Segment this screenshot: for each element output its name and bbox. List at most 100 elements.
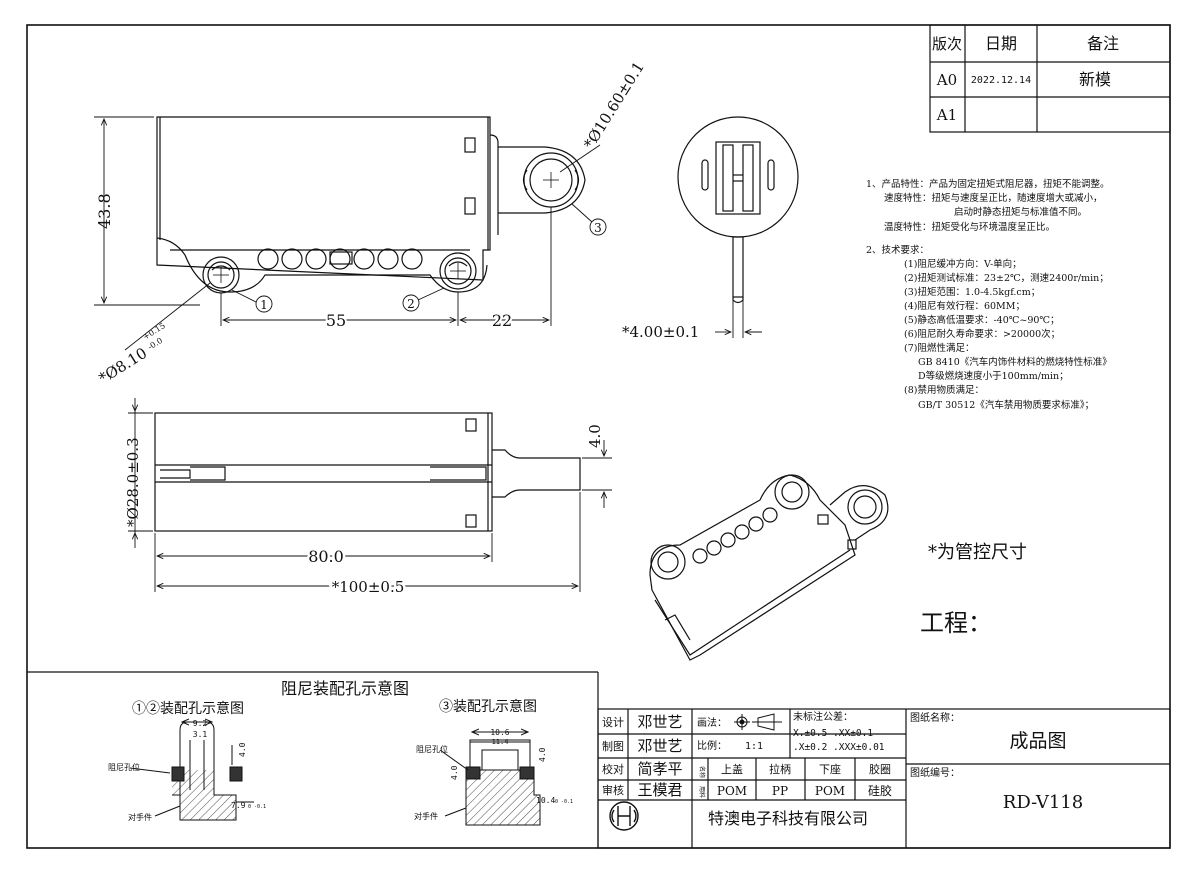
tb-scale-value: 1:1 (745, 741, 763, 752)
dim-55-label: 55 (326, 311, 346, 330)
leader-d10 (559, 144, 601, 173)
tb-mat-3: POM (815, 784, 845, 798)
front-view (156, 116, 586, 294)
tb-draw-name: 邓世艺 (637, 737, 682, 755)
note-line-2: 速度特性：扭矩与速度呈正比，随速度增大或减小， (884, 192, 1103, 204)
assembly-left-detail (129, 722, 254, 821)
balloon-3: 3 (594, 221, 602, 235)
title-block-lines (597, 708, 1171, 849)
technical-notes: 1、产品特性：产品为固定扭矩式阻尼器，扭矩不能调整。 速度特性：扭矩与速度呈正比… (866, 178, 1112, 411)
left-w2: 3.1 (193, 730, 208, 739)
note-line-5: 2、技术要求： (866, 244, 929, 256)
side-view (677, 116, 799, 304)
note-line-7: (2)扭矩测试标准：23±2℃，测速2400r/min； (904, 272, 1109, 284)
revision-table (929, 24, 1171, 133)
dim-d8-label: *Ø8.10 (96, 344, 151, 387)
tb-drawing-name: 成品图 (1009, 730, 1066, 752)
tb-drawing-no-label: 图纸编号： (910, 766, 960, 779)
rev-row2-version: A1 (936, 106, 957, 124)
tb-part-2: 拉柄 (769, 762, 791, 776)
right-hole-label: 阻尼孔位 (416, 744, 448, 754)
tb-design-name: 邓世艺 (637, 713, 682, 731)
note-line-10: (5)静态高低温要求：-40℃~90℃； (904, 314, 1060, 326)
balloon-2: 2 (407, 297, 415, 311)
tb-scale-label: 比例： (697, 739, 727, 752)
right-h1: 4.0 (450, 765, 459, 780)
note-line-11: (6)阻尼耐久寿命要求：>20000次； (904, 328, 1060, 340)
tb-part-4: 胶圈 (869, 762, 891, 776)
right-w1: 10.6 (490, 728, 509, 737)
tb-drawing-name-label: 图纸名称： (910, 711, 960, 724)
right-part-label: 对手件 (414, 811, 438, 821)
note-line-4: 温度特性：扭矩受化与环境温度呈正比。 (884, 221, 1055, 233)
tb-mat-4: 硅胶 (868, 783, 892, 798)
dim-28-0 (128, 398, 153, 548)
tb-tol-title: 未标注公差： (793, 710, 853, 723)
right-h2: 4.0 (538, 747, 547, 762)
center-marks (213, 172, 559, 283)
dim-80-100 (154, 492, 581, 592)
left-tol: 0 -0.1 (248, 804, 266, 810)
left-w1: 9.2 (193, 719, 208, 728)
dim-55-22 (220, 207, 552, 326)
rev-header-date: 日期 (985, 34, 1017, 53)
tb-part-3: 下座 (819, 762, 841, 776)
tb-tol-line2: .X±0.2 .XXX±0.01 (793, 742, 885, 753)
tb-audit-name: 王模君 (637, 781, 682, 799)
rev-row1-date: 2022.12.14 (971, 75, 1031, 86)
tb-method-label: 画法： (697, 716, 727, 729)
rev-row1-remark: 新模 (1079, 70, 1111, 89)
tb-tol-line1: X.±0.5 .XX±0.1 (793, 728, 873, 739)
top-view (154, 412, 581, 532)
note-line-14: D等级燃烧速度小于100mm/min； (918, 370, 1069, 382)
dim-22-label: 22 (492, 311, 512, 330)
dim-4-0-label: 4.0 (586, 424, 604, 448)
rev-header-remark: 备注 (1087, 34, 1119, 53)
dim-100-label: *100±0.5 (332, 578, 405, 596)
dim-4-0 (582, 440, 612, 508)
right-w2: 11.4 (492, 738, 509, 746)
tb-mat-2: PP (772, 784, 788, 798)
tb-draw-label: 制图 (602, 740, 624, 753)
dim-d10-label: *Ø10.60±0.1 (580, 58, 648, 152)
tb-mat-1: POM (717, 784, 747, 798)
dim-28-0-label: *Ø28.0±0.3 (124, 437, 142, 527)
tb-check-name: 简孝平 (637, 760, 682, 778)
tb-audit-label: 审核 (602, 783, 624, 797)
isometric-view (649, 474, 889, 661)
projection-symbol-icon (734, 713, 782, 731)
tb-part-1: 上盖 (721, 762, 743, 776)
assembly-title: 阻尼装配孔示意图 (281, 679, 409, 698)
assembly-right-title: ③装配孔示意图 (439, 698, 537, 715)
note-line-16: GB/T 30512《汽车禁用物质要求标准》； (918, 399, 1094, 411)
tb-check-label: 校对 (602, 762, 624, 776)
dim-80-label: 80.0 (308, 547, 344, 566)
balloon-1: 1 (260, 298, 268, 312)
assembly-right-detail (439, 732, 541, 826)
leader-d8 (124, 282, 211, 351)
tb-company-name: 特澳电子科技有限公司 (708, 809, 868, 828)
right-tol: 0 -0.1 (555, 799, 573, 805)
left-part-label: 对手件 (128, 812, 152, 822)
left-dia: 7.9 (231, 801, 246, 810)
dim-4-00 (715, 300, 762, 338)
note-line-12: (7)阻燃性满足： (904, 342, 974, 354)
note-line-8: (3)扭矩范围：1.0-4.5kgf.cm； (904, 286, 1040, 298)
note-line-13: GB 8410《汽车内饰件材料的燃烧特性标准》 (918, 356, 1112, 368)
controlled-dimension-note: *为管控尺寸 (928, 542, 1027, 563)
assembly-left-title: ①②装配孔示意图 (132, 700, 244, 717)
right-dia: 10.4 (536, 796, 555, 805)
tb-design-label: 设计 (602, 716, 624, 729)
tb-drawing-no: RD-V118 (1003, 792, 1083, 813)
company-logo-icon (609, 801, 639, 831)
dim-4-00-label: *4.00±0.1 (622, 323, 699, 341)
tb-part-label: 名称 (698, 766, 706, 778)
note-line-6: (1)阻尼缓冲方向：V-单向； (904, 258, 1022, 270)
note-line-9: (4)阻尼有效行程：60MM； (904, 300, 1025, 312)
tb-mat-label: 用料 (698, 786, 706, 798)
left-hole-label: 阻尼孔位 (108, 762, 140, 772)
balloons (231, 203, 607, 313)
dim-43-8-label: 43.8 (95, 193, 114, 229)
project-label: 工程： (920, 609, 992, 637)
